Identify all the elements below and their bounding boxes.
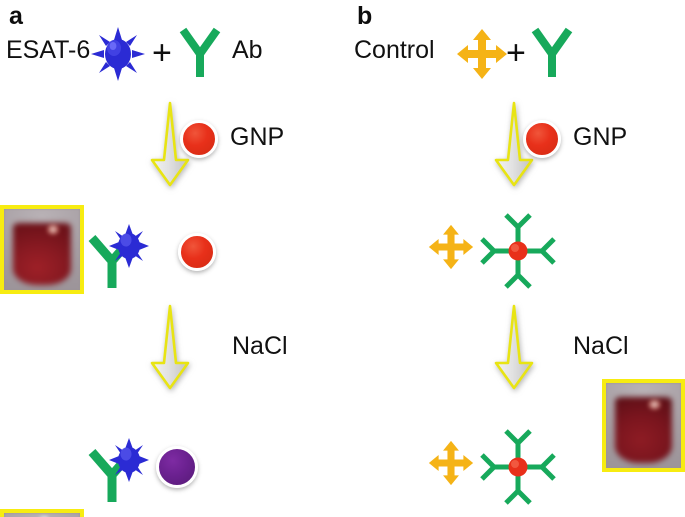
panel-letter-b: b — [357, 2, 373, 30]
gnp-bead-red-icon-a — [178, 233, 216, 271]
reagent-label-control: Control — [354, 36, 435, 64]
reagent-label-nacl-b: NaCl — [573, 332, 629, 360]
gnp-bead-purple-icon-a — [156, 446, 198, 488]
plus-sign-panel-b: + — [506, 34, 526, 72]
four-way-arrow-control-icon-b — [456, 28, 508, 80]
reagent-label-nacl-a: NaCl — [232, 332, 288, 360]
spiky-blue-antigen-icon — [90, 26, 146, 82]
gnp-antibody-conjugate-icon-b-final — [478, 427, 558, 507]
antibody-label-ab: Ab — [232, 36, 263, 64]
gnp-bead-icon-a-step1 — [180, 120, 218, 158]
antibody-y-icon-b — [530, 27, 574, 79]
antibody-y-icon — [178, 27, 222, 79]
tube-photo-navy-a-final — [0, 509, 84, 517]
four-way-arrow-control-icon-b-bound — [428, 224, 474, 270]
down-arrow-icon-a-step2 — [146, 303, 194, 391]
reagent-label-esat6: ESAT-6 — [6, 36, 91, 64]
reagent-label-gnp-a: GNP — [230, 123, 285, 151]
antibody-bound-antigen-icon-a-final — [88, 430, 160, 504]
down-arrow-icon-b-step1 — [490, 100, 538, 188]
panel-letter-a: a — [9, 2, 23, 30]
reagent-label-gnp-b: GNP — [573, 123, 628, 151]
tube-photo-red-a-bound — [0, 205, 84, 294]
plus-sign-panel-a: + — [152, 34, 172, 72]
down-arrow-icon-a-step1 — [146, 100, 194, 188]
down-arrow-icon-b-step2 — [490, 303, 538, 391]
gnp-bead-icon-b-step1 — [523, 120, 561, 158]
tube-photo-red-b-bound — [602, 379, 685, 472]
antibody-bound-antigen-icon-a — [88, 216, 160, 290]
gnp-antibody-conjugate-icon-b-bound — [478, 211, 558, 291]
four-way-arrow-control-icon-b-final — [428, 440, 474, 486]
